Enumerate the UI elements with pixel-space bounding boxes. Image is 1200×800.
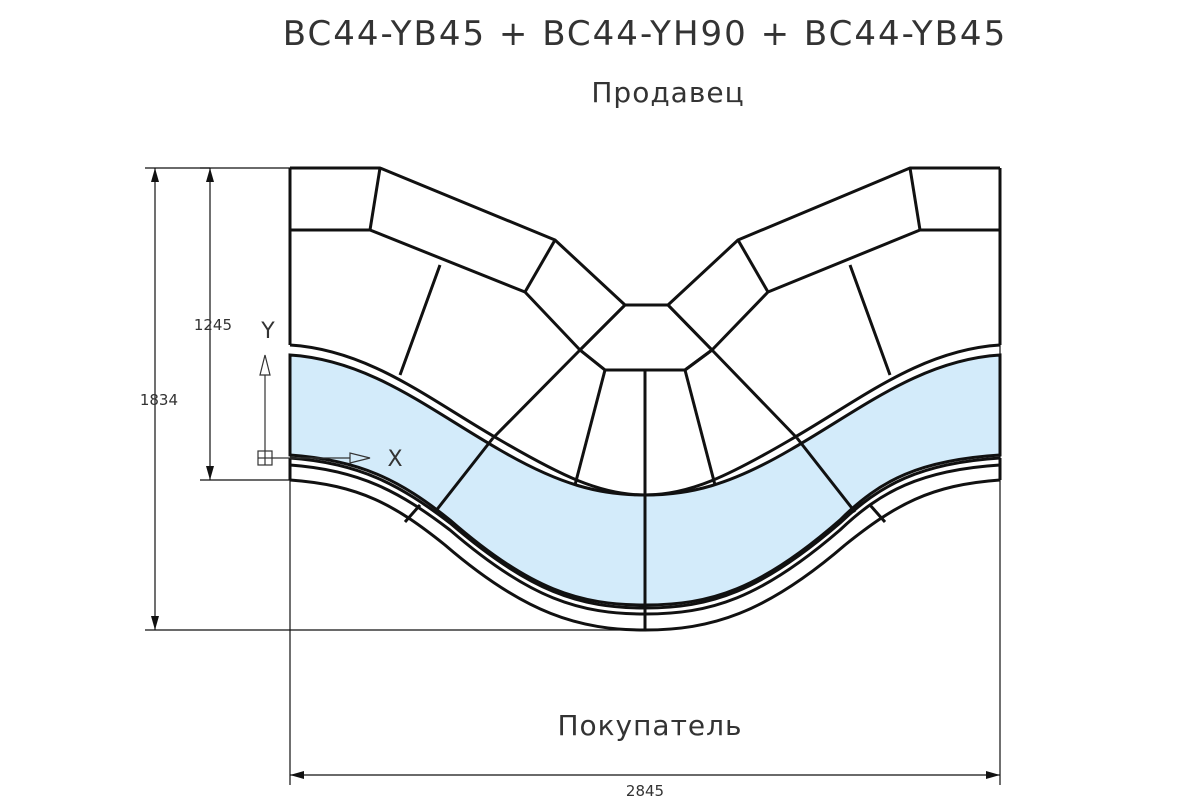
front-bumper	[288, 456, 1002, 632]
dimension-1245: 1245	[194, 316, 232, 334]
ucs-axis-icon	[257, 354, 371, 466]
y-axis-label: Y	[260, 319, 275, 344]
dimension-2845: 2845	[626, 782, 664, 800]
dimension-lines	[145, 167, 1001, 785]
drawing-title: BC44-YB45 + BC44-YH90 + BC44-YB45	[283, 14, 1007, 54]
buyer-side-label: Покупатель	[557, 709, 742, 742]
dimension-1834: 1834	[140, 391, 178, 409]
seller-side-label: Продавец	[591, 76, 744, 109]
x-axis-label: X	[387, 447, 402, 472]
counter-modules	[288, 166, 1002, 605]
